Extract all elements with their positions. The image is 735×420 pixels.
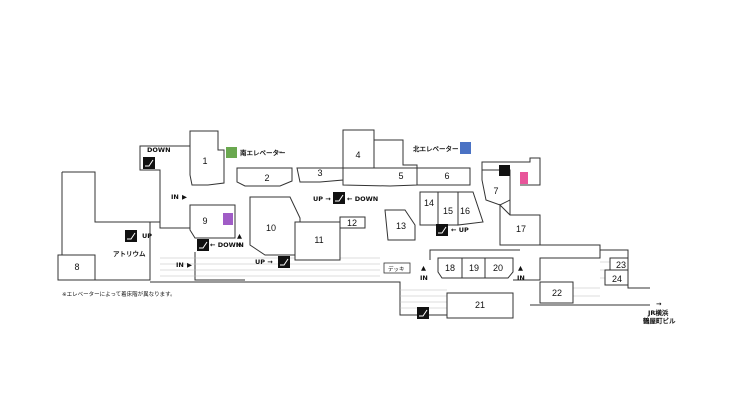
shop-11[interactable] xyxy=(294,221,341,261)
shop-17[interactable] xyxy=(499,203,541,246)
escalator-icon-mid xyxy=(278,256,290,268)
shop-label-1: 1 xyxy=(202,156,207,166)
shop-6[interactable] xyxy=(373,139,471,186)
shop-label-13: 13 xyxy=(396,221,406,231)
shop-label-11: 11 xyxy=(314,235,323,245)
elevator-9-icon xyxy=(223,213,233,225)
shop-label-17: 17 xyxy=(516,224,526,234)
atrium-label: アトリウム xyxy=(113,250,146,258)
shop-label-21: 21 xyxy=(475,300,485,310)
shop-label-16: 16 xyxy=(460,206,470,216)
escalator-icon-left xyxy=(197,239,209,251)
shop-label-23: 23 xyxy=(616,260,626,270)
shop-5[interactable] xyxy=(342,167,418,187)
shop-4[interactable] xyxy=(342,129,375,169)
svg-text:▲: ▲ xyxy=(518,264,523,272)
entrance-left-bottom: IN xyxy=(176,261,184,269)
escalator-up-center: UP → xyxy=(313,195,331,203)
entrance-left-top: IN xyxy=(171,193,179,201)
jr-yokohama-label: JR横浜 xyxy=(647,308,669,317)
north-elevator-icon xyxy=(460,142,471,154)
shop-14[interactable] xyxy=(419,191,439,226)
entrances: IN ▶ IN ▶ ▲ IN ▲ IN ▲ IN xyxy=(171,193,525,282)
escalator-icon-top-left xyxy=(143,157,155,169)
shop-label-2: 2 xyxy=(264,173,269,183)
south-elevator-icon xyxy=(226,147,237,158)
area-labels: アトリウム デッキ ※エレベーターによって着床階が異なります。 → JR横浜 鶴… xyxy=(62,250,676,325)
shop-label-5: 5 xyxy=(398,171,403,181)
shop-18[interactable] xyxy=(437,257,463,279)
shop-numbers: 1 2 3 4 5 6 7 8 9 10 11 12 13 14 15 16 1… xyxy=(74,150,626,310)
shop-label-8: 8 xyxy=(74,262,79,272)
shop-label-6: 6 xyxy=(444,171,449,181)
shop-label-12: 12 xyxy=(347,218,357,228)
south-elevator-label: 南エレベーター xyxy=(240,148,286,157)
facility-icons: 南エレベーター 北エレベーター xyxy=(223,142,528,225)
entrance-center: IN xyxy=(420,274,428,282)
shop-22[interactable] xyxy=(539,281,574,304)
escalator-down-center: ← DOWN xyxy=(347,195,378,203)
escalator-up-atrium: UP xyxy=(142,232,152,240)
shop-20[interactable] xyxy=(484,257,514,279)
shop-label-19: 19 xyxy=(469,263,479,273)
shop-label-24: 24 xyxy=(612,274,622,284)
shop-label-9: 9 xyxy=(202,216,207,226)
shop-label-7: 7 xyxy=(493,186,498,196)
escalators: DOWN UP ← DOWN UP → UP → ← DOWN ← UP xyxy=(125,146,469,319)
deck-label: デッキ xyxy=(388,265,405,273)
shop-12[interactable] xyxy=(339,216,366,229)
shop-label-14: 14 xyxy=(424,198,434,208)
escalator-icon-bottom xyxy=(417,307,429,319)
escalator-up-mid: UP → xyxy=(255,258,273,266)
elevator-note: ※エレベーターによって着床階が異なります。 xyxy=(62,290,176,298)
shop-label-10: 10 xyxy=(266,223,276,233)
shop-label-22: 22 xyxy=(552,288,562,298)
escalator-down-top: DOWN xyxy=(147,146,171,154)
svg-text:▲: ▲ xyxy=(237,232,242,240)
shop-label-4: 4 xyxy=(355,150,360,160)
shop-2[interactable] xyxy=(236,167,293,187)
shops xyxy=(57,129,629,319)
shop-label-3: 3 xyxy=(317,168,322,178)
shop-8[interactable] xyxy=(57,254,96,281)
svg-text:▲: ▲ xyxy=(421,264,426,272)
entrance-left-mid: IN xyxy=(236,241,244,249)
escalator-up-right: ← UP xyxy=(451,226,469,234)
svg-text:→: → xyxy=(656,300,662,308)
tsuruyacho-building-label: 鶴屋町ビル xyxy=(643,316,676,325)
escalator-icon-center xyxy=(333,192,345,204)
escalator-down-left: ← DOWN xyxy=(210,241,241,249)
escalator-icon-right xyxy=(436,224,448,236)
shop-24[interactable] xyxy=(604,269,629,286)
shop-label-20: 20 xyxy=(493,263,503,273)
svg-text:▶: ▶ xyxy=(187,261,192,269)
shop-13[interactable] xyxy=(384,209,416,241)
shop-label-15: 15 xyxy=(443,206,453,216)
entrance-right: IN xyxy=(517,274,525,282)
svg-text:▶: ▶ xyxy=(182,193,187,201)
shop-label-18: 18 xyxy=(445,263,455,273)
north-elevator-label: 北エレベーター xyxy=(413,144,459,153)
shop-3[interactable] xyxy=(296,167,344,183)
accessible-restroom-icon xyxy=(499,165,510,176)
shop-1[interactable] xyxy=(189,130,225,186)
shop-21[interactable] xyxy=(446,292,514,319)
female-restroom-icon xyxy=(520,172,528,184)
escalator-icon-atrium xyxy=(125,230,137,242)
shop-16[interactable] xyxy=(457,191,484,226)
